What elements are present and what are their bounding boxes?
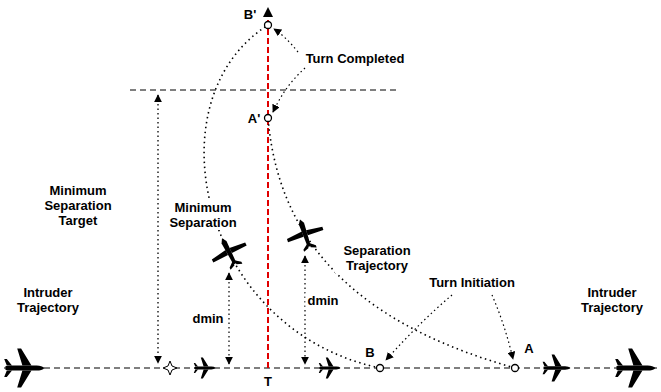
- leader-arrow: [386, 295, 452, 360]
- intruder-aircraft: [194, 358, 216, 379]
- uav-aircraft: [282, 213, 328, 255]
- intruder-aircraft: [4, 349, 44, 388]
- annotation: Separation Trajectory: [335, 243, 419, 273]
- target-dimension-arrow: [157, 95, 158, 363]
- point-marker: [377, 365, 384, 372]
- center-line: [267, 8, 269, 368]
- point-label: A': [246, 111, 262, 126]
- intruder-aircraft: [319, 358, 341, 379]
- annotation: Turn Completed: [304, 51, 407, 66]
- point-label: B: [363, 345, 376, 360]
- dimension-label: dmin: [190, 311, 225, 326]
- separation-arc: [204, 25, 380, 368]
- target-line: [130, 90, 400, 91]
- uav-aircraft: [205, 230, 253, 275]
- separation-arc: [268, 118, 515, 368]
- annotation: Intruder Trajectory: [6, 285, 90, 315]
- point-marker: [265, 115, 272, 122]
- dmin-arrow: [304, 256, 305, 364]
- point-marker: [512, 365, 519, 372]
- intruder-aircraft: [615, 349, 655, 388]
- leader-arrow: [273, 68, 305, 112]
- point-label: T: [262, 374, 274, 389]
- leader-arrow: [274, 29, 298, 52]
- dmin-arrow: [228, 273, 229, 364]
- intruder-aircraft: [543, 355, 571, 382]
- point-label: B': [242, 7, 258, 22]
- point-label: A: [522, 341, 535, 356]
- annotation: Intruder Trajectory: [570, 285, 654, 315]
- annotation: Minimum Separation: [162, 200, 244, 230]
- target-marker: [163, 361, 177, 375]
- annotation: Minimum Separation Target: [36, 183, 120, 228]
- leader-arrow: [492, 295, 513, 359]
- annotation: Turn Initiation: [427, 275, 517, 290]
- point-marker: [265, 22, 272, 29]
- dimension-label: dmin: [305, 293, 340, 308]
